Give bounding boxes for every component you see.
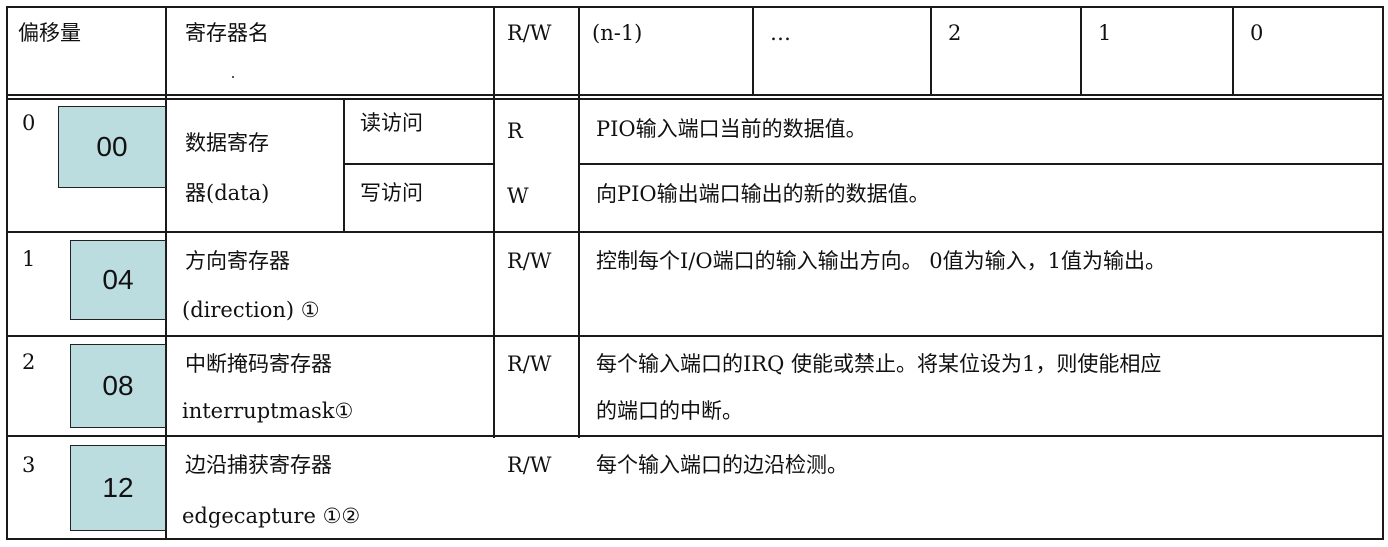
register-name-line1: 方向寄存器 <box>185 249 290 273</box>
offset-badge: 12 <box>70 445 166 531</box>
register-name-line2: 器(data) <box>185 181 270 205</box>
grid-line <box>6 6 1384 8</box>
register-rw: R/W <box>507 352 552 376</box>
register-rw: R/W <box>507 453 552 477</box>
register-description: 向PIO输出端口输出的新的数据值。 <box>596 182 930 206</box>
grid-line <box>752 6 754 96</box>
register-description: 控制每个I/O端口的输入输出方向。 0值为输入，1值为输出。 <box>596 249 1166 273</box>
row-offset: 3 <box>22 453 36 477</box>
access-rw-write: W <box>507 184 529 208</box>
register-name-line1: 中断掩码寄存器 <box>185 352 332 376</box>
register-name-line1: 边沿捕获寄存器 <box>185 453 332 477</box>
grid-line <box>6 538 1384 540</box>
grid-line <box>6 94 1384 96</box>
header-register-name: 寄存器名 <box>185 21 269 45</box>
stray-dot <box>232 76 234 78</box>
row-offset: 2 <box>22 350 36 374</box>
grid-line <box>6 98 1384 100</box>
register-name-line2: interruptmask① <box>182 399 354 423</box>
header-offset: 偏移量 <box>18 21 81 45</box>
grid-line <box>343 98 345 233</box>
register-description: 每个输入端口的IRQ 使能或禁止。将某位设为1，则使能相应 <box>596 352 1162 376</box>
header-bit-0: 0 <box>1250 21 1264 45</box>
row-offset: 1 <box>22 247 36 271</box>
grid-line <box>6 231 1384 233</box>
register-name-line2: edgecapture ①② <box>182 504 361 528</box>
header-rw: R/W <box>507 21 552 45</box>
grid-line <box>578 163 1384 165</box>
grid-line <box>165 6 167 540</box>
grid-line <box>6 6 8 540</box>
header-bit-1: 1 <box>1098 21 1112 45</box>
offset-badge: 04 <box>70 240 166 320</box>
grid-line <box>578 6 580 438</box>
offset-badge: 08 <box>70 344 166 428</box>
grid-line <box>6 435 1384 437</box>
register-description: 每个输入端口的边沿检测。 <box>596 453 848 477</box>
grid-line <box>343 163 495 165</box>
row-offset: 0 <box>22 111 36 135</box>
header-bit-ellipsis: … <box>770 21 791 45</box>
grid-line <box>493 6 495 438</box>
grid-line <box>6 335 1384 337</box>
access-type-write: 写访问 <box>360 181 423 205</box>
offset-badge: 00 <box>58 106 166 188</box>
grid-line <box>1080 6 1082 96</box>
register-description: 的端口的中断。 <box>596 399 743 423</box>
register-name-line2: (direction) ① <box>182 298 320 322</box>
grid-line <box>1382 6 1384 540</box>
grid-line <box>930 6 932 96</box>
access-rw-read: R <box>507 119 523 143</box>
register-description: PIO输入端口当前的数据值。 <box>596 117 867 141</box>
register-rw: R/W <box>507 249 552 273</box>
header-bit-n-1: (n-1) <box>592 21 643 45</box>
header-bit-2: 2 <box>948 21 962 45</box>
access-type-read: 读访问 <box>360 111 423 135</box>
grid-line <box>1232 6 1234 96</box>
register-name-line1: 数据寄存 <box>185 131 269 155</box>
